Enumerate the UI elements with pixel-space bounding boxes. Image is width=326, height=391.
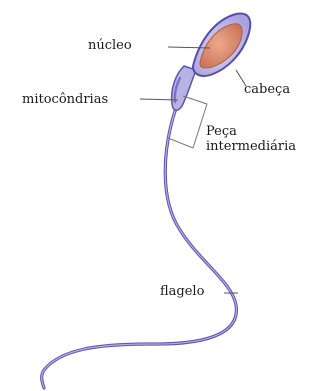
mitocondrias-label: mitocôndrias bbox=[22, 92, 108, 107]
flagelo-label: flagelo bbox=[160, 284, 204, 299]
cabeca-label: cabeça bbox=[244, 82, 290, 97]
nucleo-label: núcleo bbox=[88, 38, 132, 53]
peca-label-line1: Peça bbox=[206, 124, 296, 139]
peca-label-line2: intermediária bbox=[206, 139, 296, 154]
nucleus bbox=[200, 24, 242, 68]
peca-intermediaria-label: Peça intermediária bbox=[206, 124, 296, 154]
